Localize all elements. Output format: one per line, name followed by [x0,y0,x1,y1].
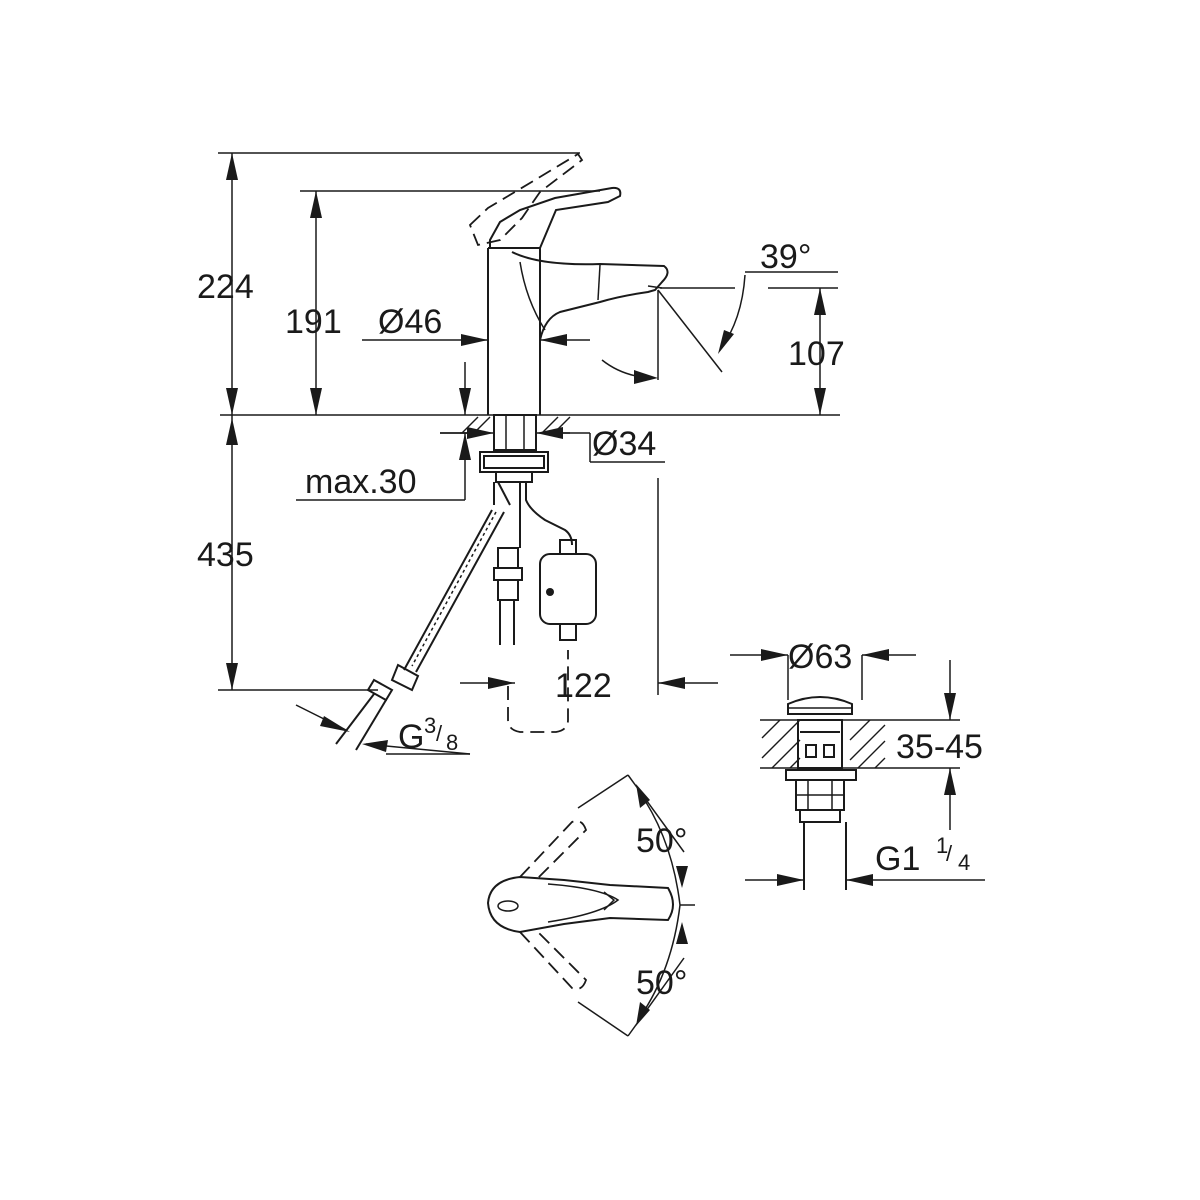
label-outlet-height: 107 [788,335,845,373]
label-spout-height: 191 [285,303,342,341]
faucet-side-view [335,152,669,751]
waste-assembly [730,649,985,890]
label-total-height: 224 [197,268,254,306]
label-waste-range: 35-45 [896,728,983,766]
label-connection: G [398,718,424,756]
label-max-deck: max.30 [305,463,417,501]
dimension-labels: 224 191 Ø46 39° 107 Ø34 max.30 435 122 G… [197,238,983,1002]
label-lever-angle-top: 50° [636,822,687,860]
deck-surface [220,414,840,434]
label-hole-diameter: Ø34 [592,425,656,463]
label-waste-thread-den: 4 [958,850,970,875]
label-waste-diameter: Ø63 [788,638,852,676]
dimension-lines [218,152,838,755]
label-waste-thread-slash: / [946,841,953,866]
label-projection: 122 [555,667,612,705]
label-lever-angle-bottom: 50° [636,964,687,1002]
label-waste-thread-main: G1 [875,840,920,878]
label-waste-thread-num: 1 [936,833,948,858]
label-spout-angle: 39° [760,238,811,276]
label-connection-den: 8 [446,730,458,755]
label-connection-slash: / [436,721,443,746]
label-connection-num: 3 [424,713,436,738]
label-connection-main: G [398,718,424,756]
lever-top-view [486,774,695,1037]
label-below-deck: 435 [197,536,254,574]
label-body-diameter: Ø46 [378,303,442,341]
